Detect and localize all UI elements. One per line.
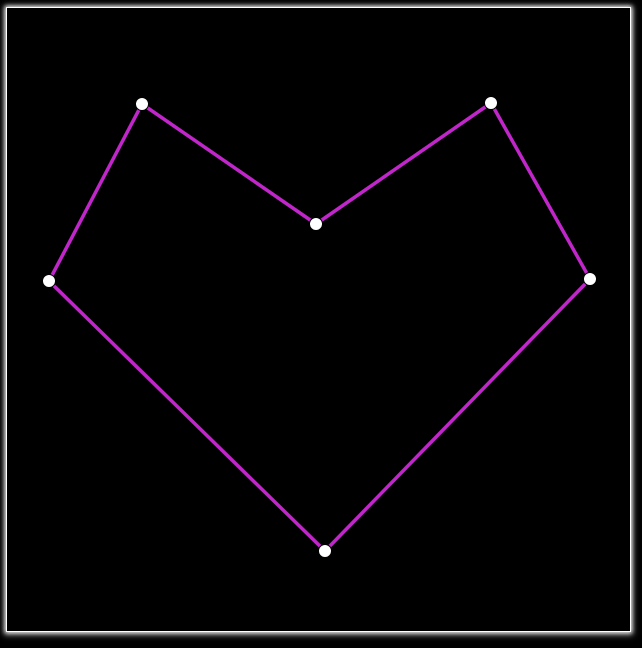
node-center[interactable] [309,217,323,231]
nodes-layer [42,96,597,558]
edge-node-top-left-to-node-center [140,102,318,226]
edge-node-top-right-to-node-right [489,101,592,281]
node-bottom[interactable] [318,544,332,558]
node-right[interactable] [583,272,597,286]
game-board-frame [6,7,631,632]
node-top-right[interactable] [484,96,498,110]
node-top-left[interactable] [135,97,149,111]
node-left[interactable] [42,274,56,288]
edge-node-center-to-node-top-right [314,101,493,226]
edge-node-left-to-node-top-left [47,102,144,283]
edge-node-right-to-node-bottom [323,277,592,553]
edges-layer [47,101,592,553]
edge-node-bottom-to-node-left [47,279,327,553]
